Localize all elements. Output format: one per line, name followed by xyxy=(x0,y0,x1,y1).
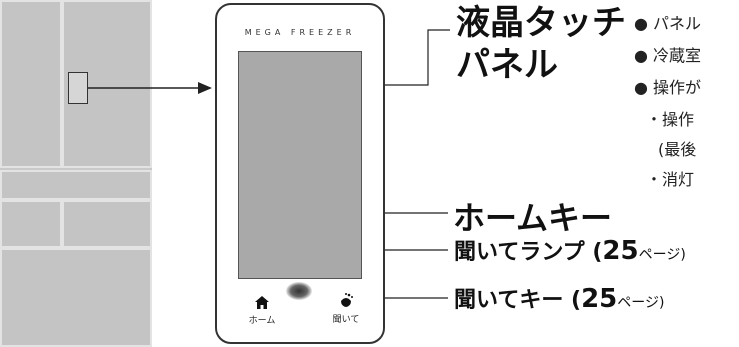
home-icon xyxy=(255,296,269,309)
bullet-item: ・消灯 xyxy=(646,170,695,189)
listen-key-callout: 聞いてキー (25ページ) xyxy=(454,282,664,314)
bullet-item: ・操作 xyxy=(646,110,695,129)
fridge-drawer-1 xyxy=(0,170,152,200)
listen-key-callout-text: 聞いてキー ( xyxy=(454,288,582,313)
listen-lamp-page-suffix: ページ) xyxy=(638,247,686,263)
listen-sparkle-icon xyxy=(341,293,353,307)
fridge-drawer-bottom xyxy=(0,248,152,347)
home-key-callout: ホームキー xyxy=(453,199,613,237)
lcd-touch-screen[interactable] xyxy=(238,51,362,279)
touch-panel-callout-line2: パネル xyxy=(456,45,558,85)
listen-key-page-number: 25 xyxy=(581,284,618,314)
bullet-item: ● パネル xyxy=(634,14,702,33)
touch-panel-callout-line1: 液晶タッチ xyxy=(456,3,626,43)
listen-lamp-callout-text: 聞いてランプ ( xyxy=(454,240,603,265)
arrow-head-icon xyxy=(198,82,212,94)
refrigerator-illustration xyxy=(0,0,152,347)
listen-button[interactable]: 聞いて xyxy=(329,292,363,325)
fridge-drawer-2-left xyxy=(0,200,62,248)
home-button[interactable]: ホーム xyxy=(245,294,279,326)
fridge-door-left xyxy=(0,0,62,168)
bullet-item: ● 操作が xyxy=(634,78,702,97)
listen-lamp xyxy=(286,282,312,300)
listen-lamp-page-number: 25 xyxy=(602,236,639,266)
panel-location-marker xyxy=(68,72,88,104)
fridge-drawer-2-right xyxy=(62,200,152,248)
bullet-item: (最後 xyxy=(658,140,697,159)
home-button-label: ホーム xyxy=(248,316,276,326)
listen-key-page-suffix: ページ) xyxy=(617,295,665,311)
brand-label: MEGA FREEZER xyxy=(244,28,356,37)
listen-button-label: 聞いて xyxy=(332,315,360,325)
touch-panel-callout: 液晶タッチ パネル xyxy=(456,2,626,86)
bullet-item: ● 冷蔵室 xyxy=(634,46,702,65)
listen-lamp-callout: 聞いてランプ (25ページ) xyxy=(454,234,686,266)
